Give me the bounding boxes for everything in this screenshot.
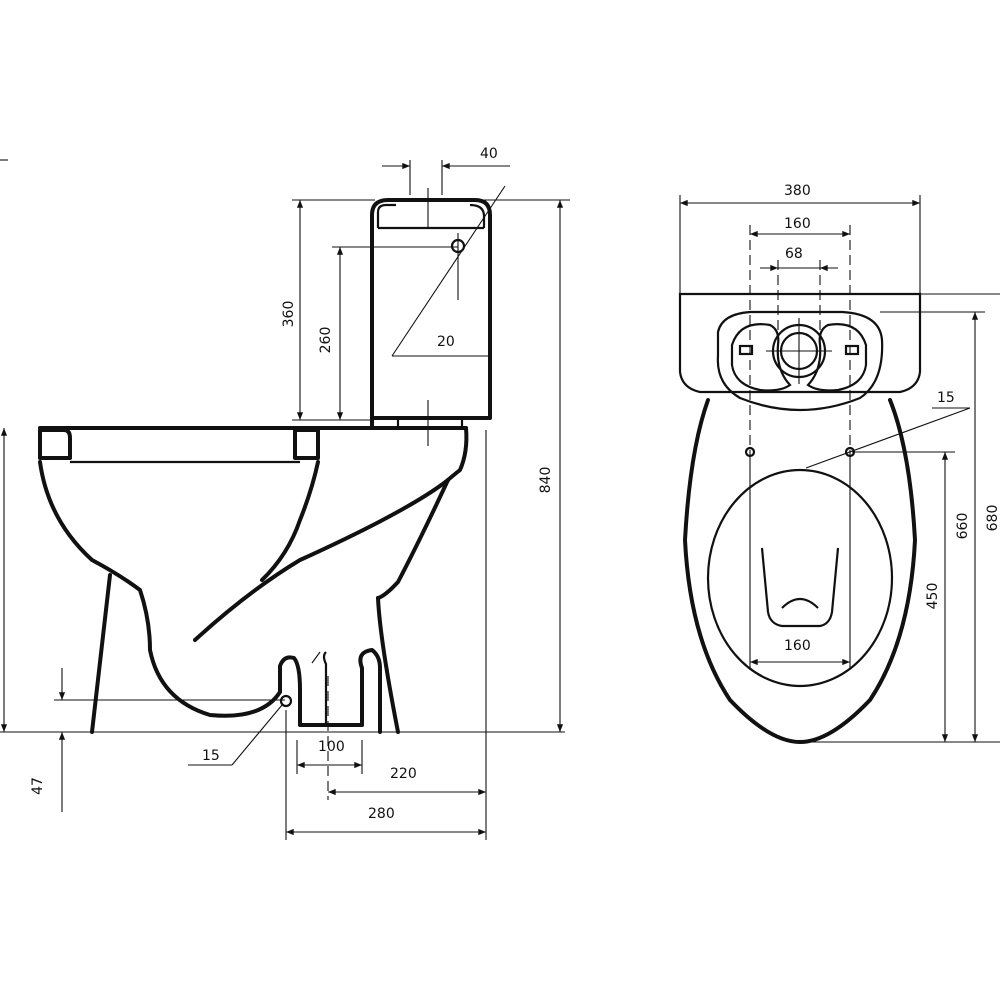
- dim-fixing-to-front: 450: [925, 583, 941, 610]
- dim-outlet-far: 280: [368, 806, 395, 822]
- dim-inlet-height: 260: [318, 327, 334, 354]
- dim-fixing-spacing: 160: [784, 216, 811, 232]
- bowl-top-outline: [683, 398, 917, 744]
- side-view: 840 360 260 20 40 47 15: [0, 146, 570, 840]
- tank-top-outline: [678, 292, 922, 412]
- dim-outlet-height: 47: [30, 777, 46, 795]
- dim-tank-width: 380: [784, 183, 811, 199]
- dim-outlet-near: 220: [390, 766, 417, 782]
- bowl-outline: [38, 426, 469, 734]
- top-view: 380 160 68 15 160 450 660 680: [678, 183, 1000, 744]
- dim-fixing-diameter: 15: [202, 748, 220, 764]
- dim-outlet-width: 100: [318, 739, 345, 755]
- dim-tank-height: 360: [281, 301, 297, 328]
- dim-flush-spacing: 68: [785, 246, 803, 262]
- dim-bowl-length: 660: [955, 513, 971, 540]
- dim-total-height: 840: [538, 467, 554, 494]
- dim-flush-width: 40: [480, 146, 498, 162]
- dim-inlet-diameter: 20: [437, 334, 455, 350]
- cistern-outline: [370, 188, 492, 446]
- dim-top-fixing-diameter: 15: [937, 390, 955, 406]
- dim-top-outlet-width: 160: [784, 638, 811, 654]
- dim-overall-length: 680: [985, 505, 1000, 532]
